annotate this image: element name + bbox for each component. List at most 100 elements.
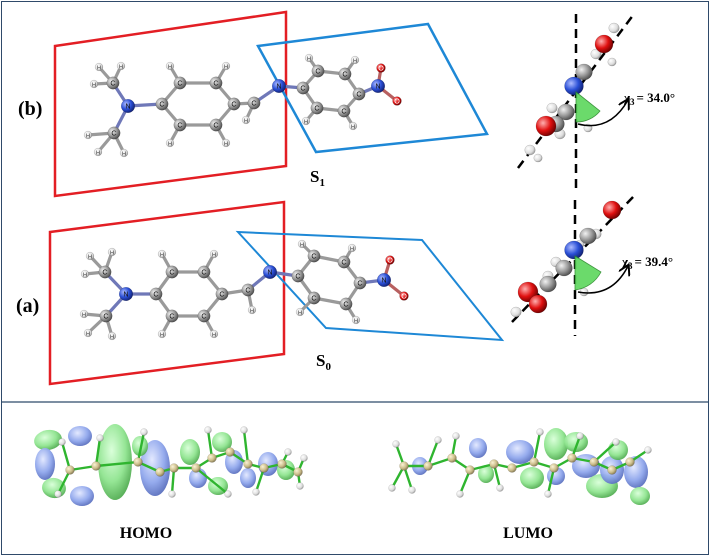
panel-a-plane-left [48,200,286,386]
atom-c: C [353,276,367,290]
atom-n: N [262,264,278,280]
atom-ball [165,138,175,148]
atom-ball [215,287,229,301]
orbital-atom-hydrogen [140,428,148,436]
atom-ball [165,265,179,279]
atom-ball [209,329,219,339]
orbital-atom-heavy [155,467,165,477]
atom-label: N [267,268,272,277]
atom-c: C [98,265,112,279]
atom-ball [209,76,223,90]
orbital-atom-hydrogen [388,484,396,492]
atom-ball [120,98,136,114]
atom-ball [118,286,134,302]
atom-ball [350,55,360,65]
atom-h: H [350,55,360,65]
side-atom-h [510,306,522,318]
atom-c: C [227,97,241,111]
atom-ball [209,118,223,132]
atom-label: H [92,83,96,89]
homo-orbital [34,424,308,506]
side-atom-c [539,275,557,293]
atom-ball [227,97,241,111]
atom-ball [173,118,187,132]
atom-ball [297,239,307,249]
orbital-lobe-negative [68,426,92,446]
atom-ball [351,315,361,325]
atom-c: C [106,76,120,90]
atom-n: N [118,286,134,302]
atom-label: C [159,100,164,109]
atom-label: N [123,290,128,299]
atom-ball [301,116,311,126]
panel-a-angle-arrow [577,266,628,294]
atom-h: H [209,249,219,259]
atom-label: O [387,256,393,265]
atom-ball [392,96,402,106]
atom-ball [307,291,321,305]
atom-label: C [356,90,361,99]
orbital-bond [206,429,214,459]
atom-label: O [378,64,384,73]
orbital-bond [426,439,440,467]
atom-h: H [119,148,129,158]
atom-label: C [177,79,182,88]
atom-ball [348,121,358,131]
atom-label: O [394,97,400,106]
atom-label: H [350,247,354,253]
orbital-bond [242,429,250,465]
orbital-lobe-negative [469,438,487,458]
atom-c: C [209,118,223,132]
atom-c: C [307,249,321,263]
side-atom-h [546,102,558,114]
atom-label: C [169,268,174,277]
atom-ball [262,264,278,280]
atom-ball [353,276,367,290]
panel-b-label: (b) [18,98,42,120]
orbital-bond [94,437,102,467]
atom-label: C [341,258,346,267]
atom-h: H [89,79,99,89]
atom-n: N [120,98,136,114]
atom-c: C [173,118,187,132]
orbital-atom-heavy [529,457,539,467]
atom-label: H [97,66,101,72]
orbital-atom-hydrogen [452,432,460,440]
atom-o: O [385,255,395,265]
orbital-lobe-negative [35,448,55,480]
orbital-lobe-positive [544,428,568,460]
atom-label: C [102,268,107,277]
atom-h: H [83,328,93,338]
atom-c: C [247,96,261,110]
atom-label: C [341,107,346,116]
orbital-atom-hydrogen [612,438,620,446]
atom-c: C [149,287,163,301]
atom-ball [221,138,231,148]
atom-h: H [295,307,305,317]
side-atom-n [564,240,584,260]
atom-label: H [83,273,87,279]
panel-a-plane-right [235,230,505,342]
atom-ball [311,64,325,78]
atom-label: H [96,151,100,157]
orbital-bond [95,460,139,468]
orbital-atom-hydrogen [58,438,66,446]
orbital-atom-hydrogen [496,484,504,492]
atom-ball [157,249,167,259]
panel-b-angle-arrow [577,100,628,127]
panel-a-angle-label: χ3= 39.4° [621,254,673,271]
orbital-atom-heavy [423,461,433,471]
side-atom-o [602,200,622,220]
atom-c: C [241,283,255,297]
atom-c: C [338,67,352,81]
atom-label: H [88,255,92,261]
orbital-atom-heavy [465,465,475,475]
orbital-lobe-negative [70,486,94,506]
atom-label: O [401,292,407,301]
lumo-label: LUMO [503,525,553,542]
atom-h: H [165,138,175,148]
atom-o: O [399,291,409,301]
